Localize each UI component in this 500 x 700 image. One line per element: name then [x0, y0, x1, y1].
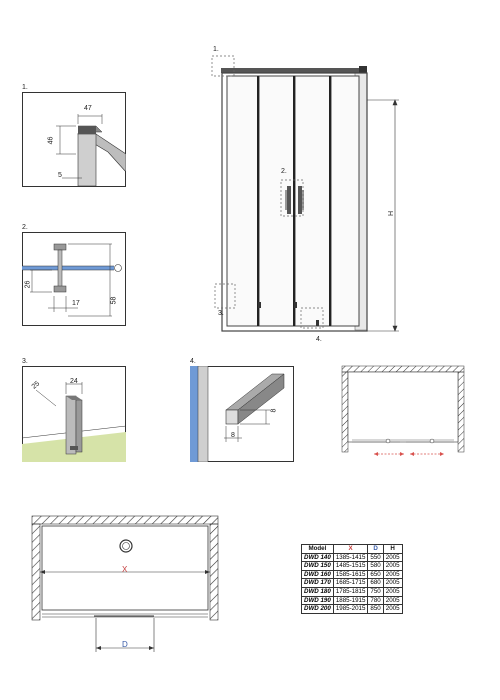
plan-x-label: X [122, 565, 128, 574]
cell-x: 1385-1415 [332, 552, 369, 563]
header-x: X [332, 544, 369, 554]
detail-1-gap: 5 [58, 172, 62, 179]
plan-view-large [31, 515, 219, 652]
cell-d: 580 [367, 561, 384, 571]
plan-d-label: D [122, 640, 128, 649]
cell-d: 680 [367, 578, 384, 588]
cell-model: DWD 190 [301, 595, 334, 606]
cell-model: DWD 180 [301, 586, 334, 597]
cell-d: 650 [367, 569, 384, 580]
cell-x: 1485-1515 [332, 561, 369, 571]
cell-d: 750 [367, 586, 384, 597]
cell-d: 550 [367, 552, 384, 563]
cell-x: 1685-1715 [332, 578, 369, 588]
cell-x: 1985-2015 [332, 604, 369, 614]
detail-3-top-dim: 24 [70, 378, 78, 385]
cell-model: DWD 160 [301, 569, 334, 580]
cell-x: 1785-1815 [332, 586, 369, 597]
height-dimension [367, 99, 399, 332]
main-door-view [211, 55, 399, 332]
cell-model: DWD 150 [301, 561, 334, 571]
detail-4-width-dim: 8 [231, 432, 235, 439]
top-rail [221, 68, 367, 73]
cell-h: 2005 [382, 552, 403, 563]
detail-2-left-dim: 26 [24, 280, 32, 289]
callout-2-label: 2. [281, 168, 287, 175]
callout-3-label: 3. [218, 310, 224, 317]
detail-4-box [190, 366, 294, 462]
callout-box-1 [211, 55, 235, 77]
spec-table-header: Model X D H [301, 544, 403, 554]
header-model: Model [301, 544, 334, 554]
cell-h: 2005 [382, 569, 403, 580]
cell-d: 850 [367, 604, 384, 614]
cell-h: 2005 [382, 578, 403, 588]
callout-box-4 [300, 307, 324, 329]
cell-d: 780 [367, 595, 384, 606]
detail-3-box [22, 366, 126, 462]
cell-model: DWD 140 [301, 552, 334, 563]
height-label: H [388, 210, 396, 217]
header-h: H [382, 544, 403, 554]
cell-model: DWD 170 [301, 578, 334, 588]
detail-1-box [22, 92, 126, 187]
detail-2-width-dim: 17 [72, 300, 80, 307]
detail-1-height: 46 [47, 136, 55, 145]
detail-4-title: 4. [190, 358, 196, 365]
callout-4-label: 4. [316, 336, 322, 343]
cell-model: DWD 200 [301, 604, 334, 614]
detail-2-right-dim: 58 [110, 296, 118, 305]
header-d: D [367, 544, 384, 554]
cell-h: 2005 [382, 595, 403, 606]
detail-3-title: 3. [22, 358, 28, 365]
detail-2-box [22, 232, 126, 326]
callout-1-label: 1. [213, 46, 219, 53]
detail-4-height-dim: 8 [270, 408, 278, 413]
detail-2-title: 2. [22, 224, 28, 231]
callout-box-3 [214, 283, 236, 309]
plan-view-small [341, 365, 465, 456]
cell-h: 2005 [382, 586, 403, 597]
cell-x: 1585-1615 [332, 569, 369, 580]
cell-h: 2005 [382, 604, 403, 614]
door-frame [221, 72, 368, 332]
detail-1-width: 47 [84, 105, 92, 112]
callout-box-2 [280, 179, 304, 217]
cell-h: 2005 [382, 561, 403, 571]
detail-1-title: 1. [22, 84, 28, 91]
cell-x: 1885-1915 [332, 595, 369, 606]
